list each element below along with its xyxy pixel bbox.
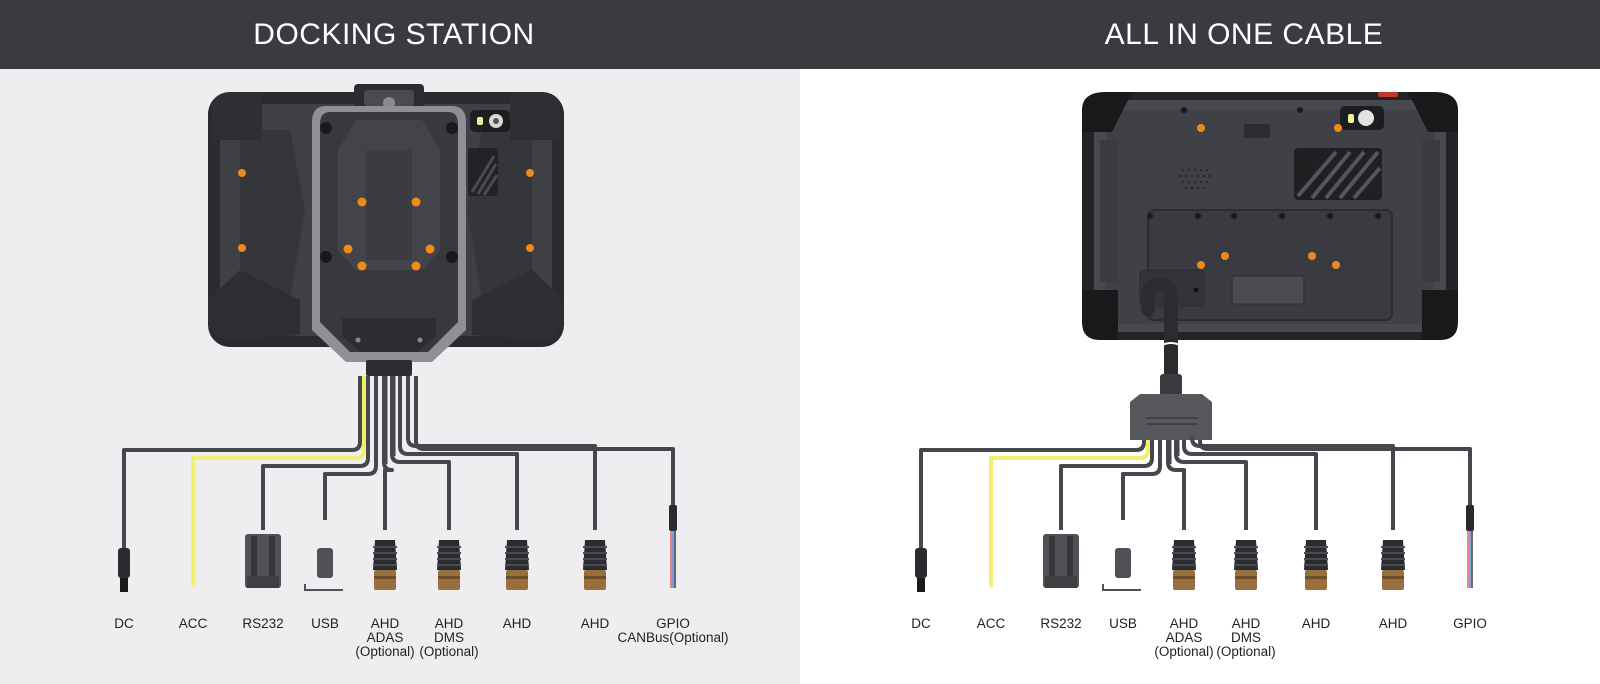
all-in-one-cable-panel: ALL IN ONE CABLE: [800, 0, 1600, 684]
docking-station-header: DOCKING STATION: [0, 0, 800, 69]
dc-barrel-icon: [118, 548, 130, 592]
all-in-one-cable-header: ALL IN ONE CABLE: [800, 0, 1600, 69]
usb-plug-icon: [1102, 548, 1141, 591]
usb-plug-icon: [304, 548, 343, 591]
cable-fanout: [122, 376, 675, 585]
port-label: DMS: [434, 630, 464, 645]
cable-line: [1059, 440, 1154, 530]
dc-barrel-icon: [915, 548, 927, 592]
port-label: DC: [911, 616, 931, 631]
cable-line: [398, 376, 519, 530]
port-label: ADAS: [367, 630, 404, 645]
cable-line: [1198, 439, 1472, 505]
port-label: USB: [311, 616, 339, 631]
ahd-aviation-plug-icon: [373, 540, 397, 590]
ahd-aviation-plug-icon: [505, 540, 529, 590]
ahd-aviation-plug-icon: [1234, 540, 1258, 590]
ahd-aviation-plug-icon: [1304, 540, 1328, 590]
db9-serial-icon: [1043, 534, 1079, 588]
breakout-cable-hub: [1130, 277, 1212, 440]
ahd-aviation-plug-icon: [583, 540, 607, 590]
port-label: DMS: [1231, 630, 1261, 645]
all-in-one-cable-title: ALL IN ONE CABLE: [1104, 17, 1384, 51]
db9-serial-icon: [245, 534, 281, 588]
docking-bracket-image: [312, 84, 466, 376]
ahd-aviation-plug-icon: [437, 540, 461, 590]
docking-station-panel: DOCKING STATION: [0, 0, 800, 684]
connector-row: [118, 505, 677, 592]
port-label: RS232: [1040, 616, 1081, 631]
gpio-wire-bundle-icon: [1466, 505, 1474, 588]
port-label: AHD: [1170, 616, 1199, 631]
cable-line: [1166, 440, 1186, 530]
cable-line: [919, 440, 1146, 585]
tablet-back-image: [1082, 92, 1458, 340]
port-label: GPIO: [1453, 616, 1487, 631]
cable-line: [122, 376, 362, 585]
port-label: (Optional): [355, 644, 414, 659]
cable-line: [1182, 440, 1318, 530]
port-label: AHD: [581, 616, 610, 631]
port-label: AHD: [435, 616, 464, 631]
bare-wire-icon: [989, 585, 993, 588]
bare-wire-icon: [191, 585, 195, 588]
cable-line: [414, 376, 675, 505]
port-label: USB: [1109, 616, 1137, 631]
cable-line: [1190, 436, 1395, 530]
port-label: (Optional): [1216, 644, 1275, 659]
port-label: ACC: [179, 616, 208, 631]
port-label: AHD: [1379, 616, 1408, 631]
ahd-aviation-plug-icon: [1381, 540, 1405, 590]
cable-line: [1121, 440, 1162, 520]
port-label: DC: [114, 616, 134, 631]
port-label: RS232: [242, 616, 283, 631]
docking-station-title: DOCKING STATION: [253, 17, 535, 51]
port-label: AHD: [1232, 616, 1261, 631]
gpio-wire-bundle-icon: [669, 505, 677, 588]
cable-line: [1174, 440, 1248, 530]
cable-line: [191, 376, 366, 585]
port-label: (Optional): [1154, 644, 1213, 659]
cable-line: [261, 376, 370, 530]
ahd-aviation-plug-icon: [1172, 540, 1196, 590]
cable-line: [989, 440, 1150, 585]
cable-line: [390, 376, 451, 530]
connector-row: [915, 505, 1474, 592]
port-label: AHD: [371, 616, 400, 631]
port-label: AHD: [503, 616, 532, 631]
cable-line: [382, 376, 394, 530]
cable-line: [323, 376, 378, 520]
port-label: AHD: [1302, 616, 1331, 631]
cable-fanout: [919, 436, 1472, 585]
port-label: GPIO: [656, 616, 690, 631]
port-label: CANBus(Optional): [617, 630, 728, 645]
port-label: (Optional): [419, 644, 478, 659]
port-label: ACC: [977, 616, 1006, 631]
port-label: ADAS: [1166, 630, 1203, 645]
